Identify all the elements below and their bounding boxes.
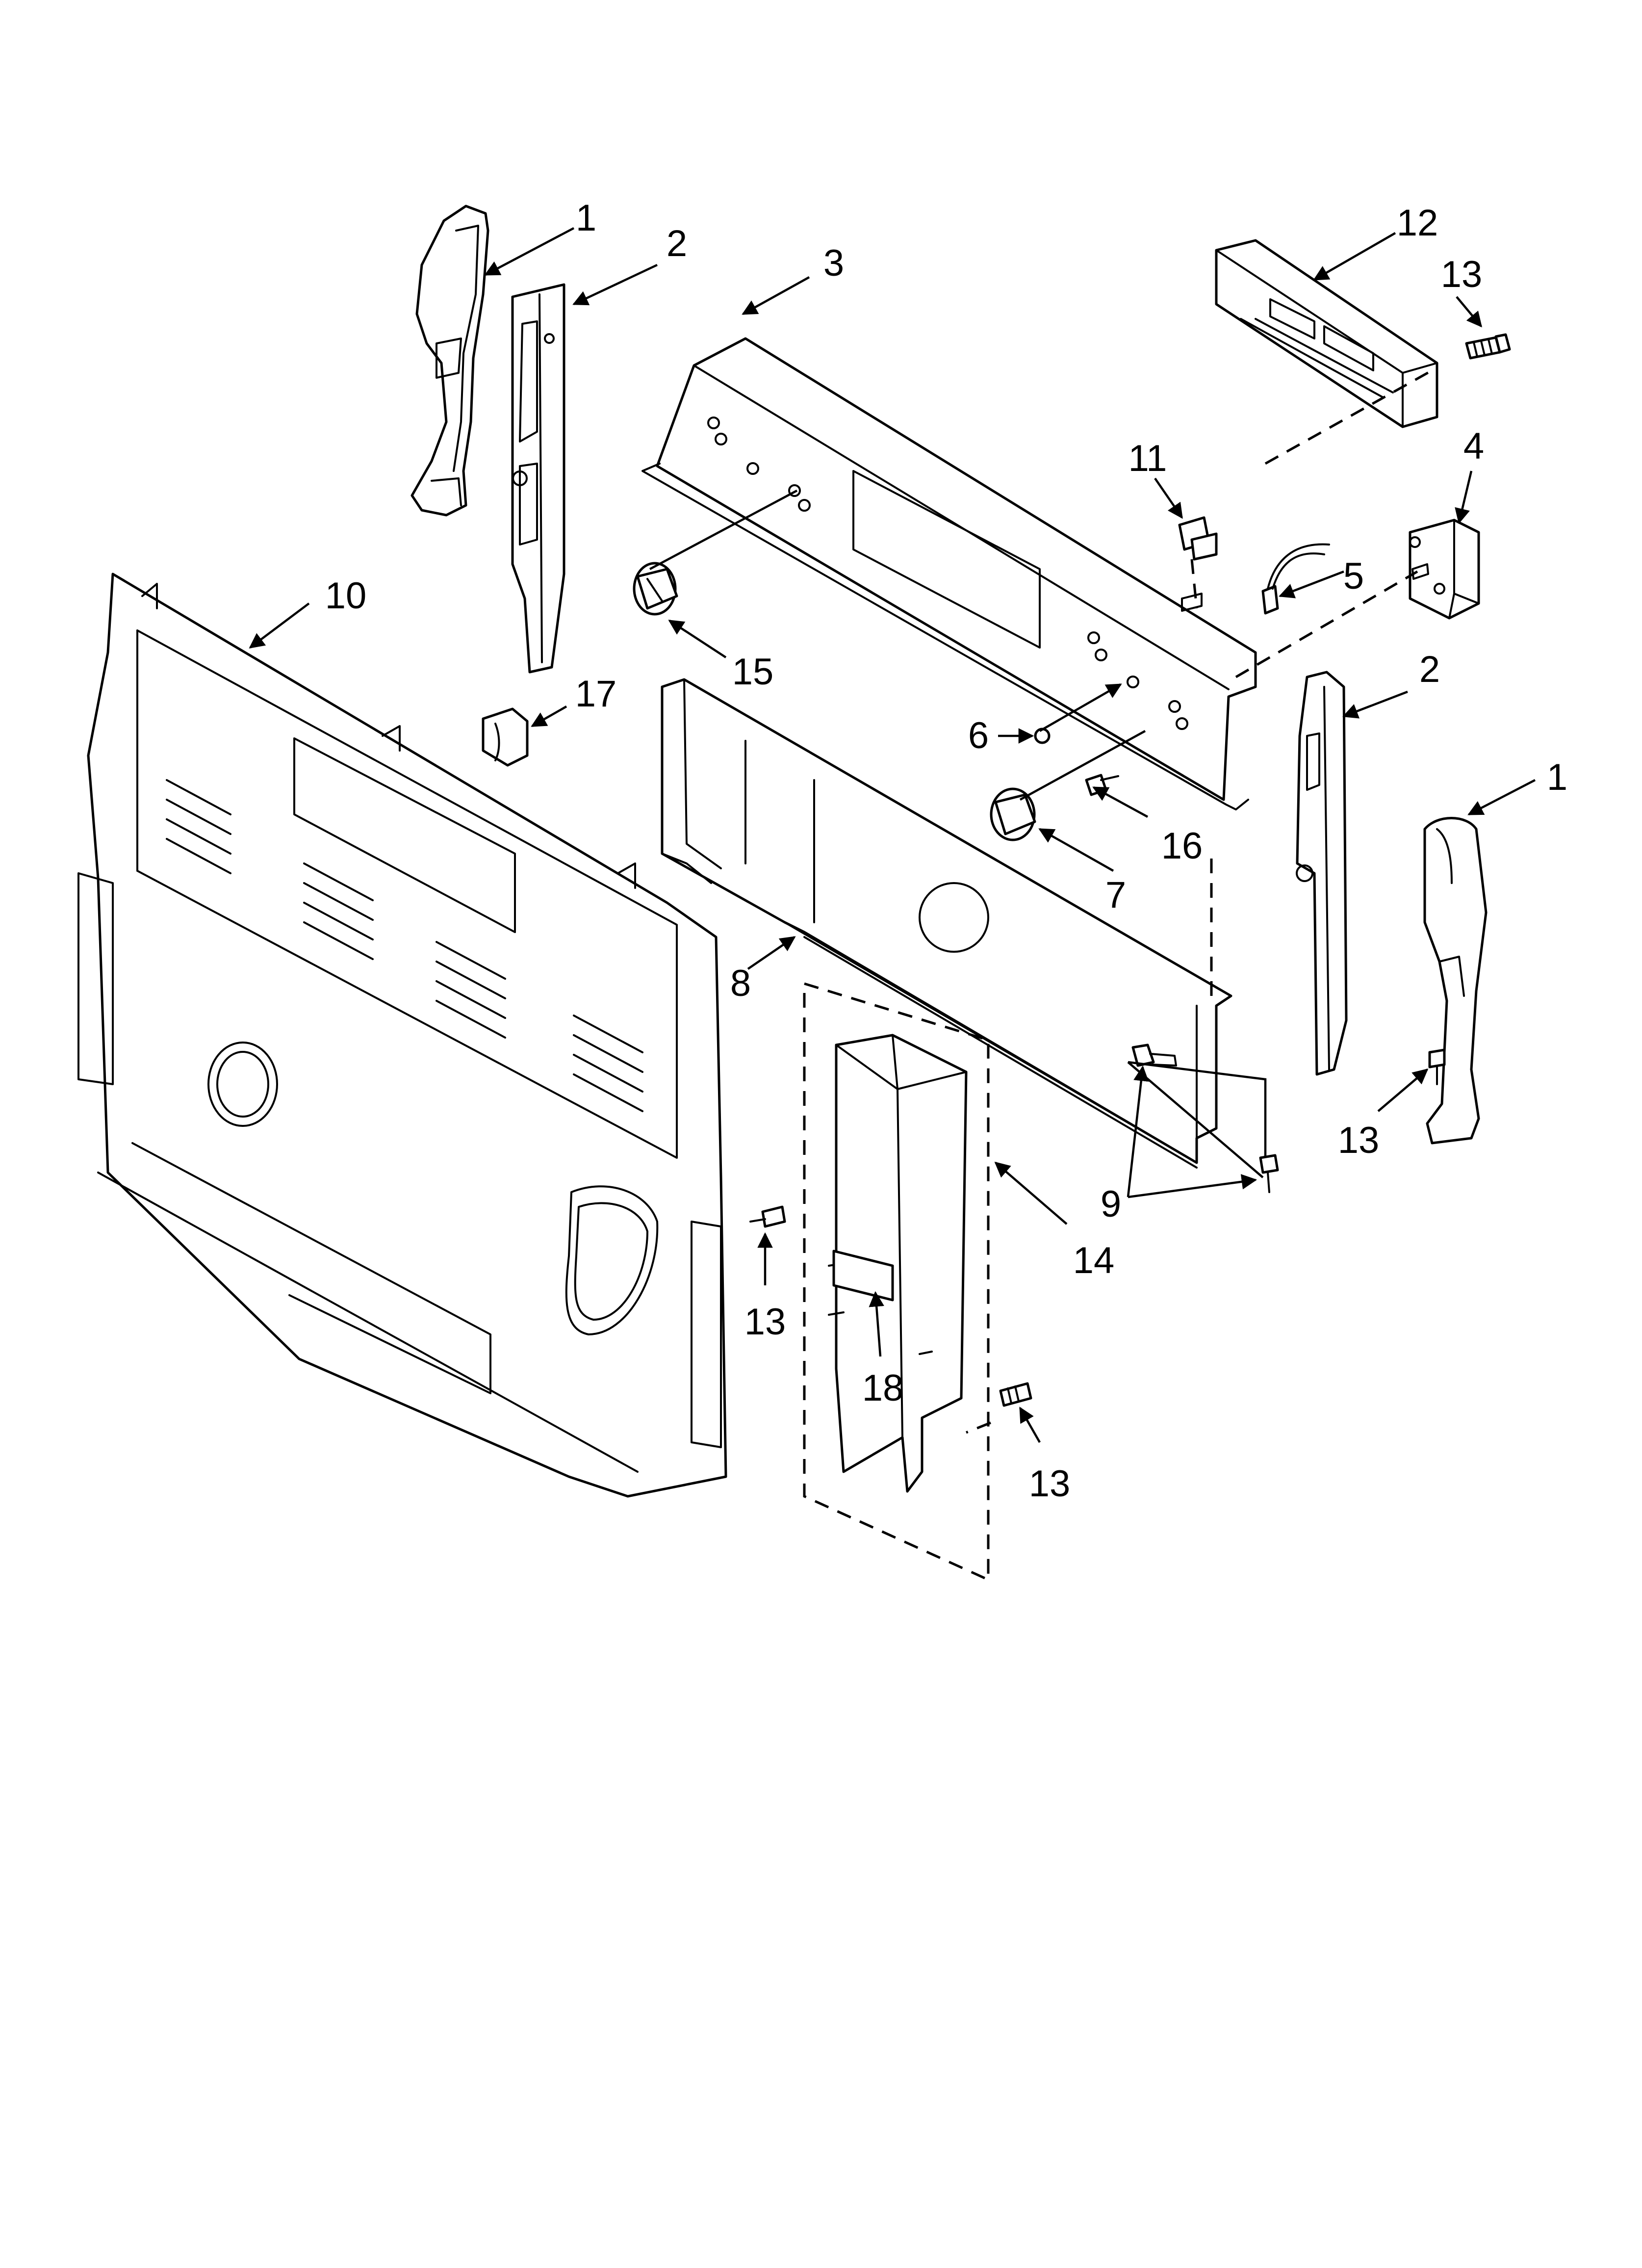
callout-2-right: 2 bbox=[1419, 649, 1440, 690]
part-13-screw-top bbox=[1465, 333, 1511, 360]
callout-13-right: 13 bbox=[1338, 1120, 1380, 1161]
part-14-shield bbox=[803, 982, 990, 1582]
part-1-right-end-cap bbox=[1423, 817, 1488, 1145]
callout-1-right: 1 bbox=[1547, 756, 1567, 798]
callout-10: 10 bbox=[325, 575, 367, 617]
part-5-wire-harness bbox=[1261, 543, 1330, 615]
part-4-infinite-switch bbox=[1409, 519, 1480, 620]
part-13-screw-bottom bbox=[999, 1382, 1032, 1407]
callout-8: 8 bbox=[730, 963, 751, 1004]
callout-16: 16 bbox=[1161, 825, 1203, 867]
callout-6: 6 bbox=[968, 715, 989, 756]
part-2-right-bracket bbox=[1296, 671, 1348, 1076]
part-6-screw bbox=[1034, 728, 1051, 744]
callout-15: 15 bbox=[732, 651, 774, 693]
part-9-screw-upper bbox=[1131, 1043, 1177, 1067]
callout-13-left: 13 bbox=[744, 1301, 786, 1343]
callout-12: 12 bbox=[1397, 202, 1438, 244]
callout-4: 4 bbox=[1463, 425, 1484, 467]
leader-lines bbox=[249, 227, 1536, 1443]
callout-13-bottom: 13 bbox=[1029, 1463, 1071, 1505]
callout-9: 9 bbox=[1101, 1183, 1121, 1225]
part-9-screw-lower bbox=[1259, 1154, 1279, 1193]
callout-2-left: 2 bbox=[667, 223, 687, 264]
part-12-electronic-control bbox=[1215, 239, 1438, 428]
part-15-knob bbox=[633, 562, 678, 616]
part-1-left-end-cap bbox=[410, 205, 489, 517]
callout-7: 7 bbox=[1105, 874, 1126, 916]
part-13-screw-right bbox=[1428, 1048, 1446, 1085]
part-17-clip bbox=[482, 707, 529, 767]
callout-18: 18 bbox=[862, 1367, 904, 1409]
part-8-manifold-panel bbox=[661, 678, 1232, 1169]
part-7-knob bbox=[990, 787, 1036, 841]
part-10-rear-panel bbox=[77, 573, 727, 1498]
part-11-switch bbox=[1178, 516, 1218, 561]
alignment-lines bbox=[966, 369, 1433, 1434]
callout-5: 5 bbox=[1343, 555, 1364, 597]
callout-13-top: 13 bbox=[1441, 254, 1483, 295]
callout-1-left: 1 bbox=[576, 197, 596, 239]
part-2-left-bracket bbox=[511, 283, 565, 674]
callout-3: 3 bbox=[823, 242, 844, 284]
part-13-screw-left bbox=[749, 1205, 786, 1228]
callout-17: 17 bbox=[575, 673, 617, 715]
callout-14: 14 bbox=[1073, 1240, 1115, 1281]
callout-11: 11 bbox=[1129, 438, 1167, 479]
callout-labels: 1 2 3 12 13 11 4 5 10 15 17 6 2 1 16 7 8… bbox=[325, 197, 1567, 1505]
